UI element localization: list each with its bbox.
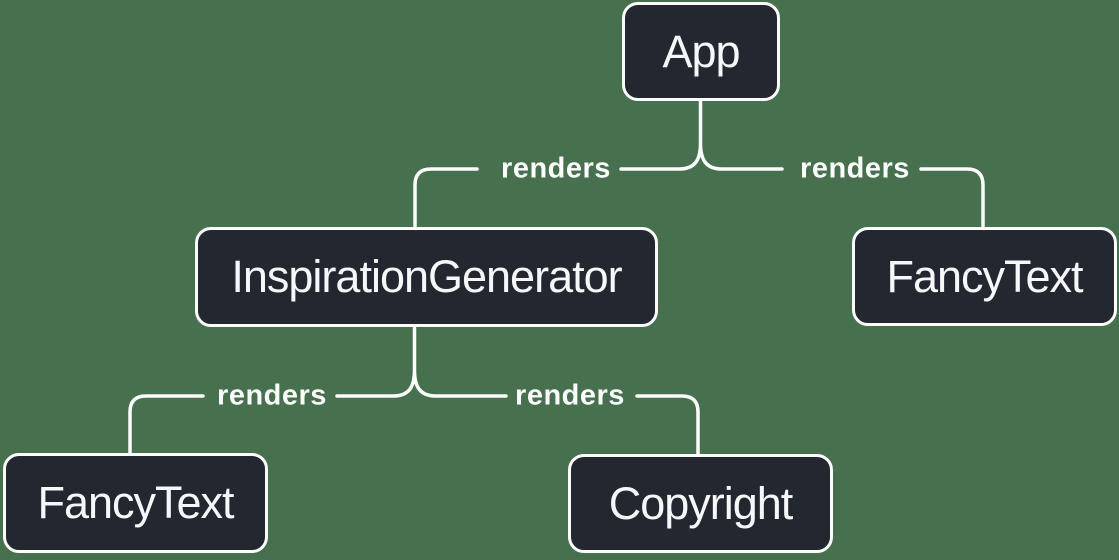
node-copyright: Copyright <box>568 454 833 553</box>
edge-inspirationgenerator-stem <box>335 326 508 398</box>
edge-app-stem <box>619 99 784 171</box>
node-fancy-text-bottom: FancyText <box>3 453 268 553</box>
edge-label-app-inspirationgenerator: renders <box>501 152 611 185</box>
edge-label-inspirationgenerator-copyright: renders <box>515 379 625 412</box>
edge-app-inspirationgenerator <box>413 167 479 230</box>
edge-label-app-fancytext: renders <box>800 152 910 185</box>
node-fancy-text-top: FancyText <box>852 227 1117 326</box>
node-inspiration-generator: InspirationGenerator <box>195 227 658 327</box>
edge-inspirationgenerator-copyright <box>635 394 700 457</box>
edge-inspirationgenerator-fancytext <box>128 394 205 456</box>
edge-app-fancytext <box>919 167 985 230</box>
node-app: App <box>622 2 780 101</box>
edge-label-inspirationgenerator-fancytext: renders <box>217 379 327 412</box>
